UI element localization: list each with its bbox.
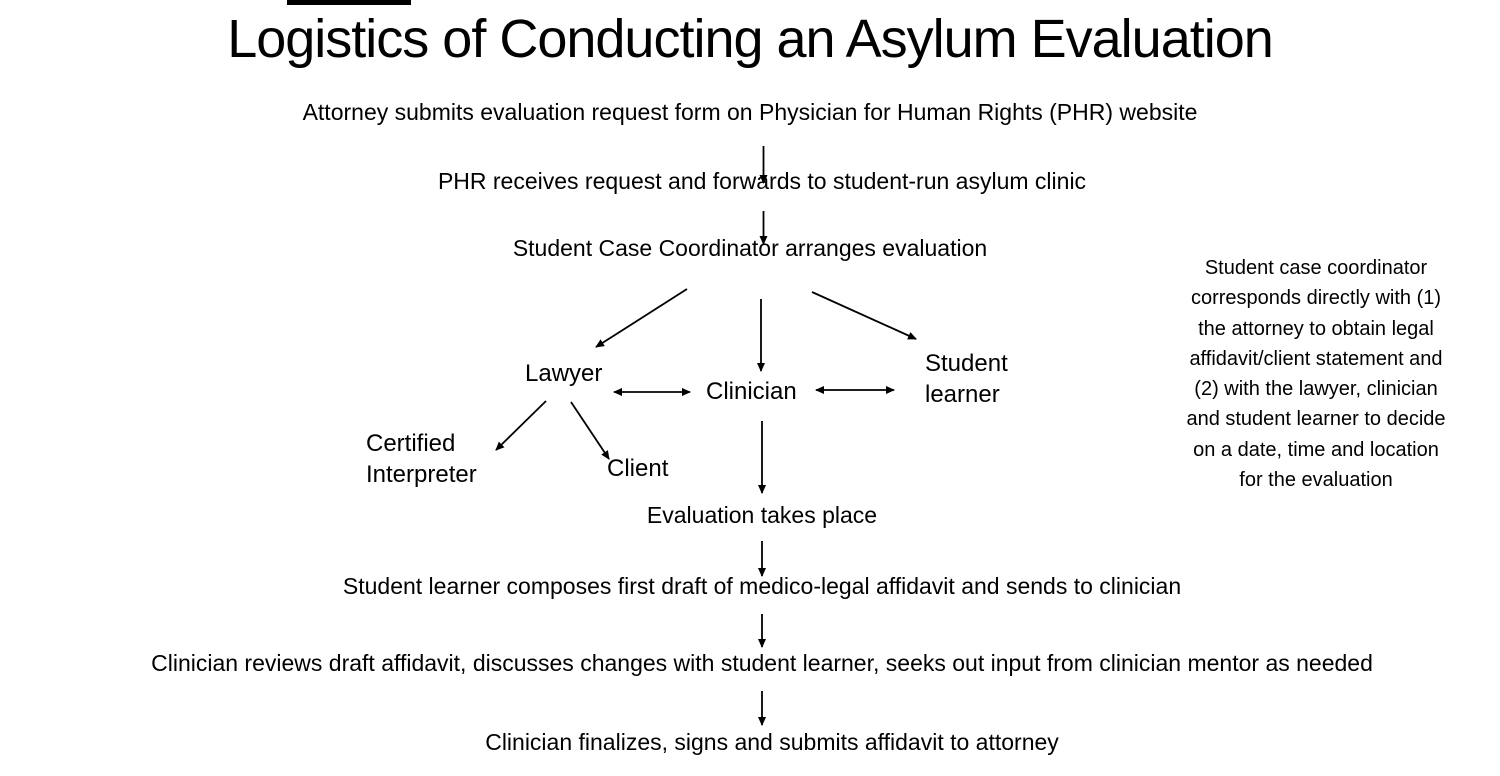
side-note-line: (2) with the lawyer, clinician bbox=[1194, 378, 1438, 401]
flow-step-phr: PHR receives request and forwards to stu… bbox=[437, 168, 1087, 194]
side-note-line: on a date, time and location bbox=[1193, 438, 1439, 461]
node-student-learner-line1: Student bbox=[925, 350, 1008, 377]
side-note-line: corresponds directly with (1) bbox=[1190, 287, 1442, 310]
node-student-learner-line2: learner bbox=[925, 381, 1000, 408]
slide-title: Logistics of Conducting an Asylum Evalua… bbox=[227, 9, 1274, 69]
side-note-line: affidavit/client statement and bbox=[1189, 347, 1443, 370]
node-certified-interpreter-line2: Interpreter bbox=[366, 461, 477, 488]
node-clinician: Clinician bbox=[706, 378, 797, 405]
node-client: Client bbox=[607, 455, 669, 482]
side-note-line: for the evaluation bbox=[1239, 469, 1393, 492]
side-note-line: Student case coordinator bbox=[1204, 257, 1428, 279]
flow-step-attorney: Attorney submits evaluation request form… bbox=[302, 99, 1198, 125]
arrow-lawyer-to-client-icon bbox=[570, 401, 610, 460]
flow-step-review: Clinician reviews draft affidavit, discu… bbox=[151, 650, 1373, 676]
side-note: Student case coordinator corresponds dir… bbox=[1136, 253, 1496, 495]
flow-step-draft: Student learner composes first draft of … bbox=[342, 573, 1182, 599]
arrow-lawyer-to-interpreter-icon bbox=[495, 400, 547, 451]
flow-step-evaluation: Evaluation takes place bbox=[646, 502, 878, 528]
side-note-line: the attorney to obtain legal bbox=[1198, 317, 1434, 340]
cropped-element-fragment bbox=[287, 0, 411, 5]
side-note-line: and student learner to decide bbox=[1186, 408, 1446, 431]
flow-step-finalize: Clinician finalizes, signs and submits a… bbox=[485, 729, 1059, 755]
node-student-learner: Student learner bbox=[925, 348, 1008, 410]
arrow-coordinator-to-lawyer-icon bbox=[595, 288, 688, 348]
node-lawyer: Lawyer bbox=[525, 360, 603, 387]
flow-step-coordinator: Student Case Coordinator arranges evalua… bbox=[512, 235, 988, 261]
arrow-coordinator-to-student-learner-icon bbox=[811, 291, 917, 340]
node-certified-interpreter-line1: Certified bbox=[366, 430, 456, 457]
node-certified-interpreter: Certified Interpreter bbox=[366, 428, 477, 490]
